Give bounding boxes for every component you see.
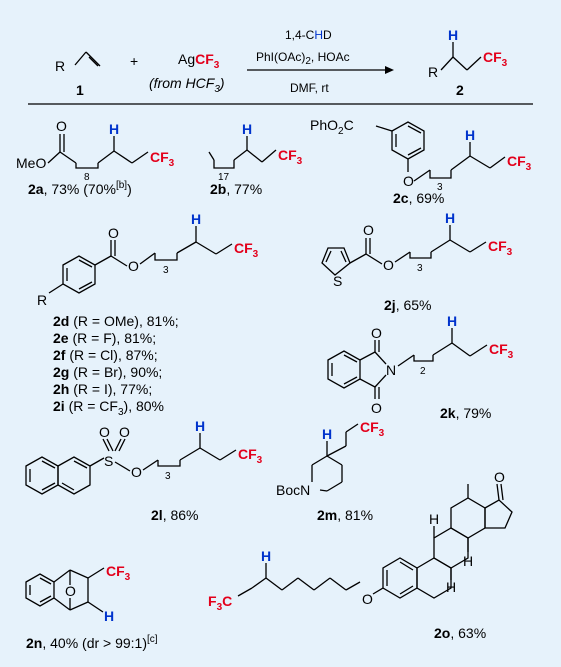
compound-2b: 17 H CF3 2b, 77%: [208, 121, 303, 197]
svg-text:O: O: [494, 469, 505, 485]
svg-text:2l, 86%: 2l, 86%: [151, 507, 199, 523]
svg-text:CF3: CF3: [507, 153, 532, 173]
svg-text:2c, 69%: 2c, 69%: [393, 190, 444, 206]
svg-text:CF3: CF3: [483, 49, 508, 69]
svg-text:2b, 77%: 2b, 77%: [210, 181, 262, 197]
product-number: 2: [456, 82, 464, 98]
svg-text:H: H: [463, 553, 473, 569]
svg-text:CF3: CF3: [489, 341, 514, 361]
plus-sign: +: [130, 53, 138, 69]
svg-text:8: 8: [84, 172, 90, 183]
svg-text:O: O: [371, 400, 382, 416]
svg-text:CF3: CF3: [488, 238, 513, 258]
svg-text:N: N: [386, 362, 396, 378]
svg-text:O: O: [65, 583, 76, 599]
svg-text:S: S: [104, 453, 113, 469]
svg-text:H: H: [446, 579, 456, 595]
svg-text:H: H: [261, 548, 271, 564]
svg-text:H: H: [445, 210, 455, 226]
compound-2d-2i: R O O 3 H CF3 2d (R = OMe), 81%; 2e (R =…: [37, 211, 259, 418]
svg-text:2: 2: [420, 366, 426, 377]
svg-text:O: O: [403, 173, 414, 189]
svg-text:2m, 81%: 2m, 81%: [317, 507, 373, 523]
svg-text:2j, 65%: 2j, 65%: [384, 297, 432, 313]
svg-text:3: 3: [437, 182, 443, 193]
svg-text:O: O: [99, 424, 110, 440]
svg-text:CF3: CF3: [106, 563, 131, 583]
svg-text:CF3: CF3: [278, 147, 303, 167]
svg-text:H: H: [109, 121, 119, 137]
svg-text:CF3: CF3: [238, 446, 263, 466]
svg-text:O: O: [362, 591, 373, 607]
compound-2o: F3C H O O H H H 2o, 63%: [208, 469, 513, 641]
svg-text:17: 17: [218, 172, 230, 183]
svg-text:2g (R = Br), 90%;: 2g (R = Br), 90%;: [53, 364, 162, 380]
svg-text:H: H: [447, 313, 457, 329]
svg-text:2d (R = OMe), 81%;: 2d (R = OMe), 81%;: [53, 313, 179, 329]
compound-2m: BocN H CF3 2m, 81%: [276, 419, 385, 523]
svg-text:O: O: [371, 325, 382, 341]
svg-text:1,4-CHD: 1,4-CHD: [285, 28, 332, 42]
product-structure: R H CF3 2: [428, 27, 508, 98]
svg-text:O: O: [56, 118, 67, 134]
svg-text:H: H: [429, 511, 439, 527]
starting-alkene: R 1: [55, 51, 101, 98]
svg-text:BocN: BocN: [276, 482, 310, 498]
svg-text:DMF, rt: DMF, rt: [290, 81, 329, 95]
svg-text:R: R: [428, 64, 438, 80]
compound-2k: O O N 2 H CF3 2k, 79%: [327, 313, 514, 421]
svg-text:2h (R = I), 77%;: 2h (R = I), 77%;: [53, 381, 152, 397]
svg-text:MeO: MeO: [16, 155, 46, 171]
svg-text:2i (R = CF3), 80%: 2i (R = CF3), 80%: [53, 398, 164, 418]
sm-number: 1: [76, 82, 84, 98]
svg-text:O: O: [363, 222, 374, 238]
svg-text:CF3: CF3: [360, 419, 385, 439]
svg-text:H: H: [322, 426, 332, 442]
svg-text:2a, 73% (70%[b]): 2a, 73% (70%[b]): [28, 180, 132, 197]
svg-text:H: H: [465, 127, 475, 143]
compound-2n: O CF3 H 2n, 40% (dr > 99:1)[c]: [25, 563, 158, 651]
svg-text:2o, 63%: 2o, 63%: [434, 625, 486, 641]
svg-text:H: H: [448, 27, 458, 43]
svg-text:H: H: [195, 418, 205, 434]
svg-text:2f (R = Cl), 87%;: 2f (R = Cl), 87%;: [53, 347, 158, 363]
svg-text:O: O: [128, 258, 139, 274]
compound-2l: S O O O 3 H CF3 2l, 86%: [25, 418, 263, 523]
svg-text:O: O: [108, 225, 119, 241]
svg-text:3: 3: [165, 471, 171, 482]
svg-text:O: O: [119, 424, 130, 440]
svg-text:H: H: [242, 121, 252, 137]
svg-text:2n, 40% (dr > 99:1)[c]: 2n, 40% (dr > 99:1)[c]: [26, 634, 158, 651]
svg-text:R: R: [37, 292, 47, 308]
svg-text:CF3: CF3: [150, 149, 175, 169]
svg-text:2k, 79%: 2k, 79%: [440, 405, 491, 421]
svg-text:PhO2C: PhO2C: [310, 117, 354, 137]
compound-2a: MeO O 8 H CF3 2a, 73% (70%[b]): [16, 118, 175, 197]
svg-text:O: O: [131, 464, 142, 480]
svg-text:(from HCF3): (from HCF3): [149, 75, 225, 95]
svg-text:2e (R = F), 81%;: 2e (R = F), 81%;: [53, 330, 156, 346]
reaction-conditions: 1,4-CHD PhI(OAc)2, HOAc DMF, rt: [247, 28, 394, 95]
svg-text:3: 3: [163, 265, 169, 276]
compound-2c: PhO2C O 3 H CF3 2c, 69%: [310, 117, 532, 206]
svg-text:S: S: [333, 273, 342, 289]
svg-text:AgCF3: AgCF3: [178, 51, 220, 71]
svg-text:H: H: [104, 608, 114, 624]
silver-reagent: AgCF3 (from HCF3): [149, 51, 225, 95]
svg-text:O: O: [383, 257, 394, 273]
r-group: R: [55, 58, 65, 74]
compound-2j: S O O 3 H CF3 2j, 65%: [321, 210, 513, 313]
svg-text:3: 3: [417, 263, 423, 274]
svg-text:H: H: [191, 211, 201, 227]
svg-text:PhI(OAc)2, HOAc: PhI(OAc)2, HOAc: [256, 50, 350, 67]
svg-text:CF3: CF3: [234, 240, 259, 260]
svg-text:F3C: F3C: [208, 593, 232, 613]
